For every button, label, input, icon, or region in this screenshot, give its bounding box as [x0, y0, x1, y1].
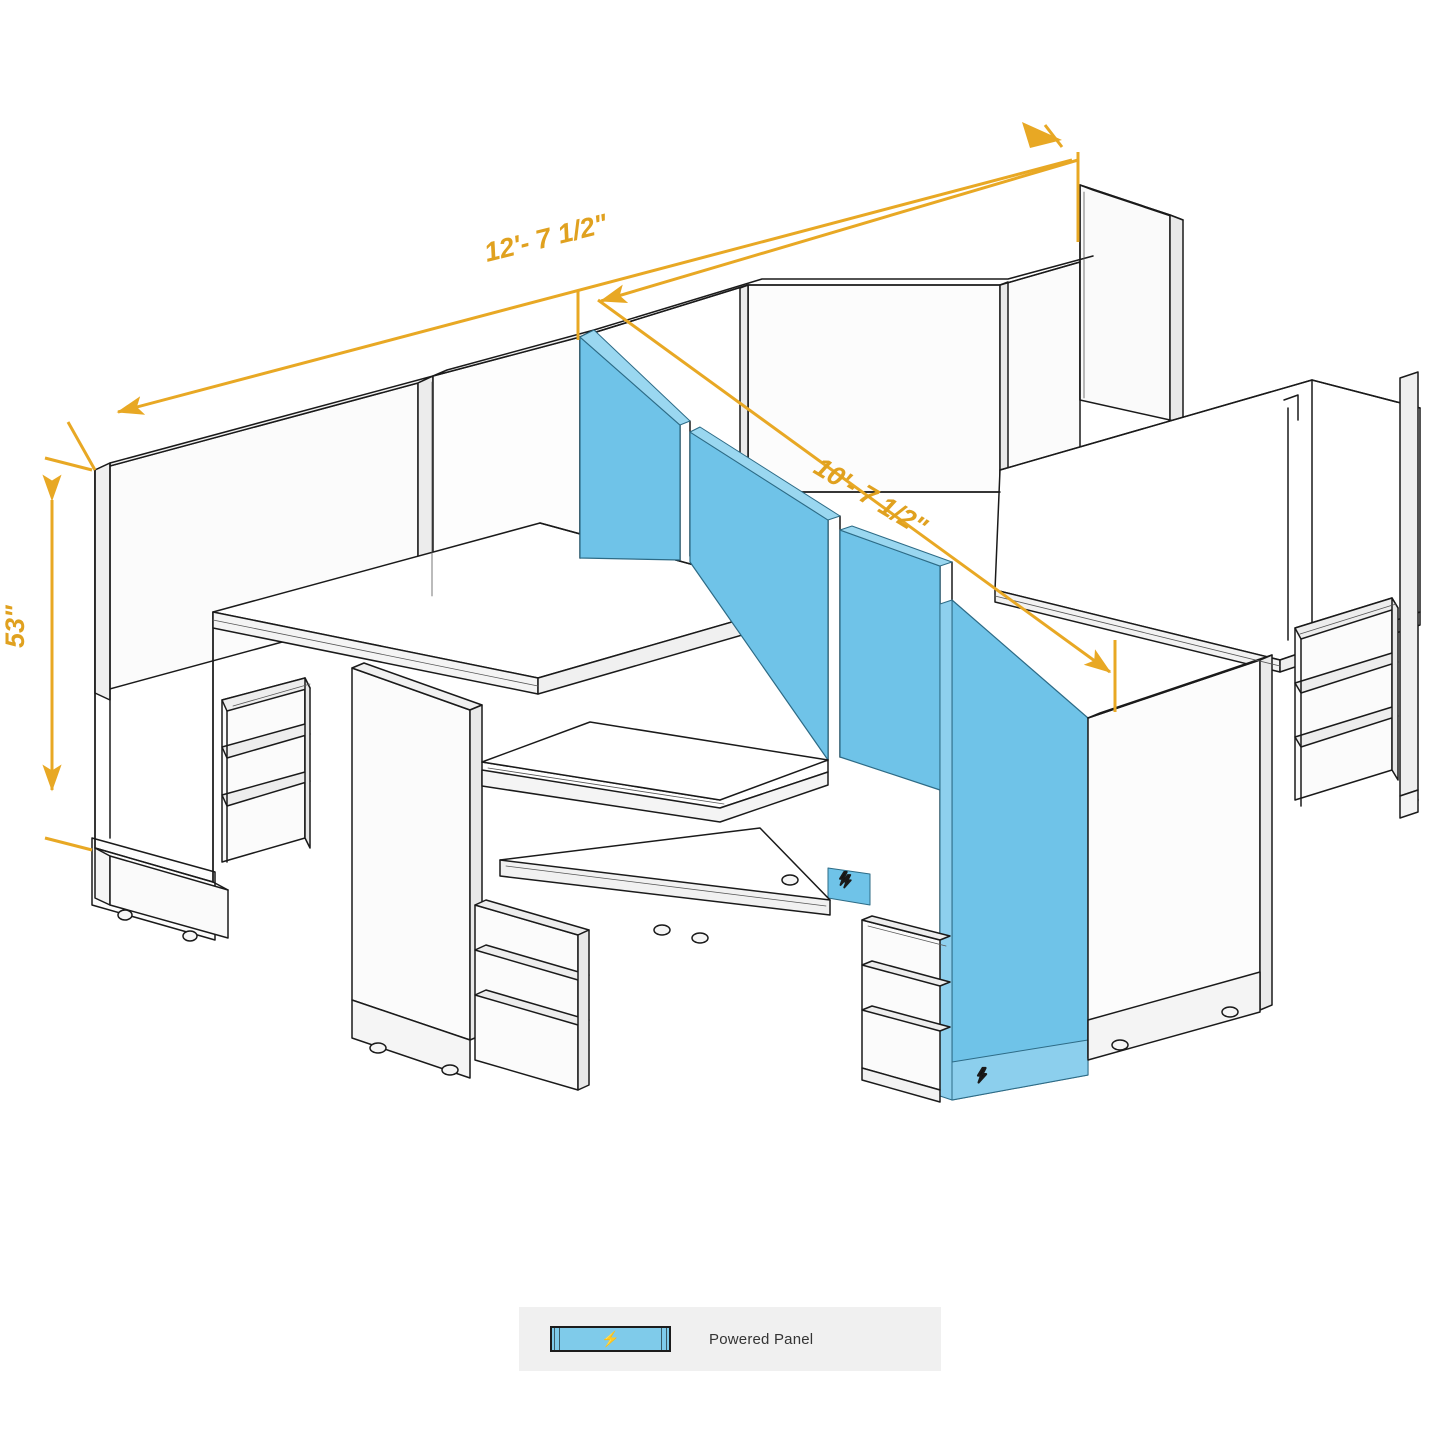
- workstation-right-front: [861, 654, 1273, 1103]
- dimension-height-label: 53": [0, 604, 30, 648]
- dimension-height: 53": [0, 456, 93, 852]
- depth-arrow-up: [599, 158, 1079, 303]
- height-tick-bottom: [44, 836, 93, 852]
- width-arrow-left: [116, 158, 1073, 415]
- cubicle-geometry: [91, 184, 1421, 1103]
- width-tick: [66, 421, 97, 471]
- lightning-bolt-icon: ⚡: [601, 1330, 620, 1348]
- workstation-left-rear: [91, 329, 816, 942]
- detail-lines: [212, 191, 1397, 947]
- legend-label-powered-panel: Powered Panel: [709, 1330, 814, 1348]
- depth-arrow-down: [597, 298, 1112, 674]
- height-tick-top: [44, 456, 93, 472]
- legend-swatch-powered-panel: ⚡: [550, 1326, 671, 1352]
- workstation-left-front: [351, 662, 831, 1091]
- legend: ⚡ Powered Panel: [519, 1307, 941, 1371]
- dimension-width-label: 12'- 7 1/2": [481, 208, 611, 268]
- powered-panels: [579, 329, 1089, 1101]
